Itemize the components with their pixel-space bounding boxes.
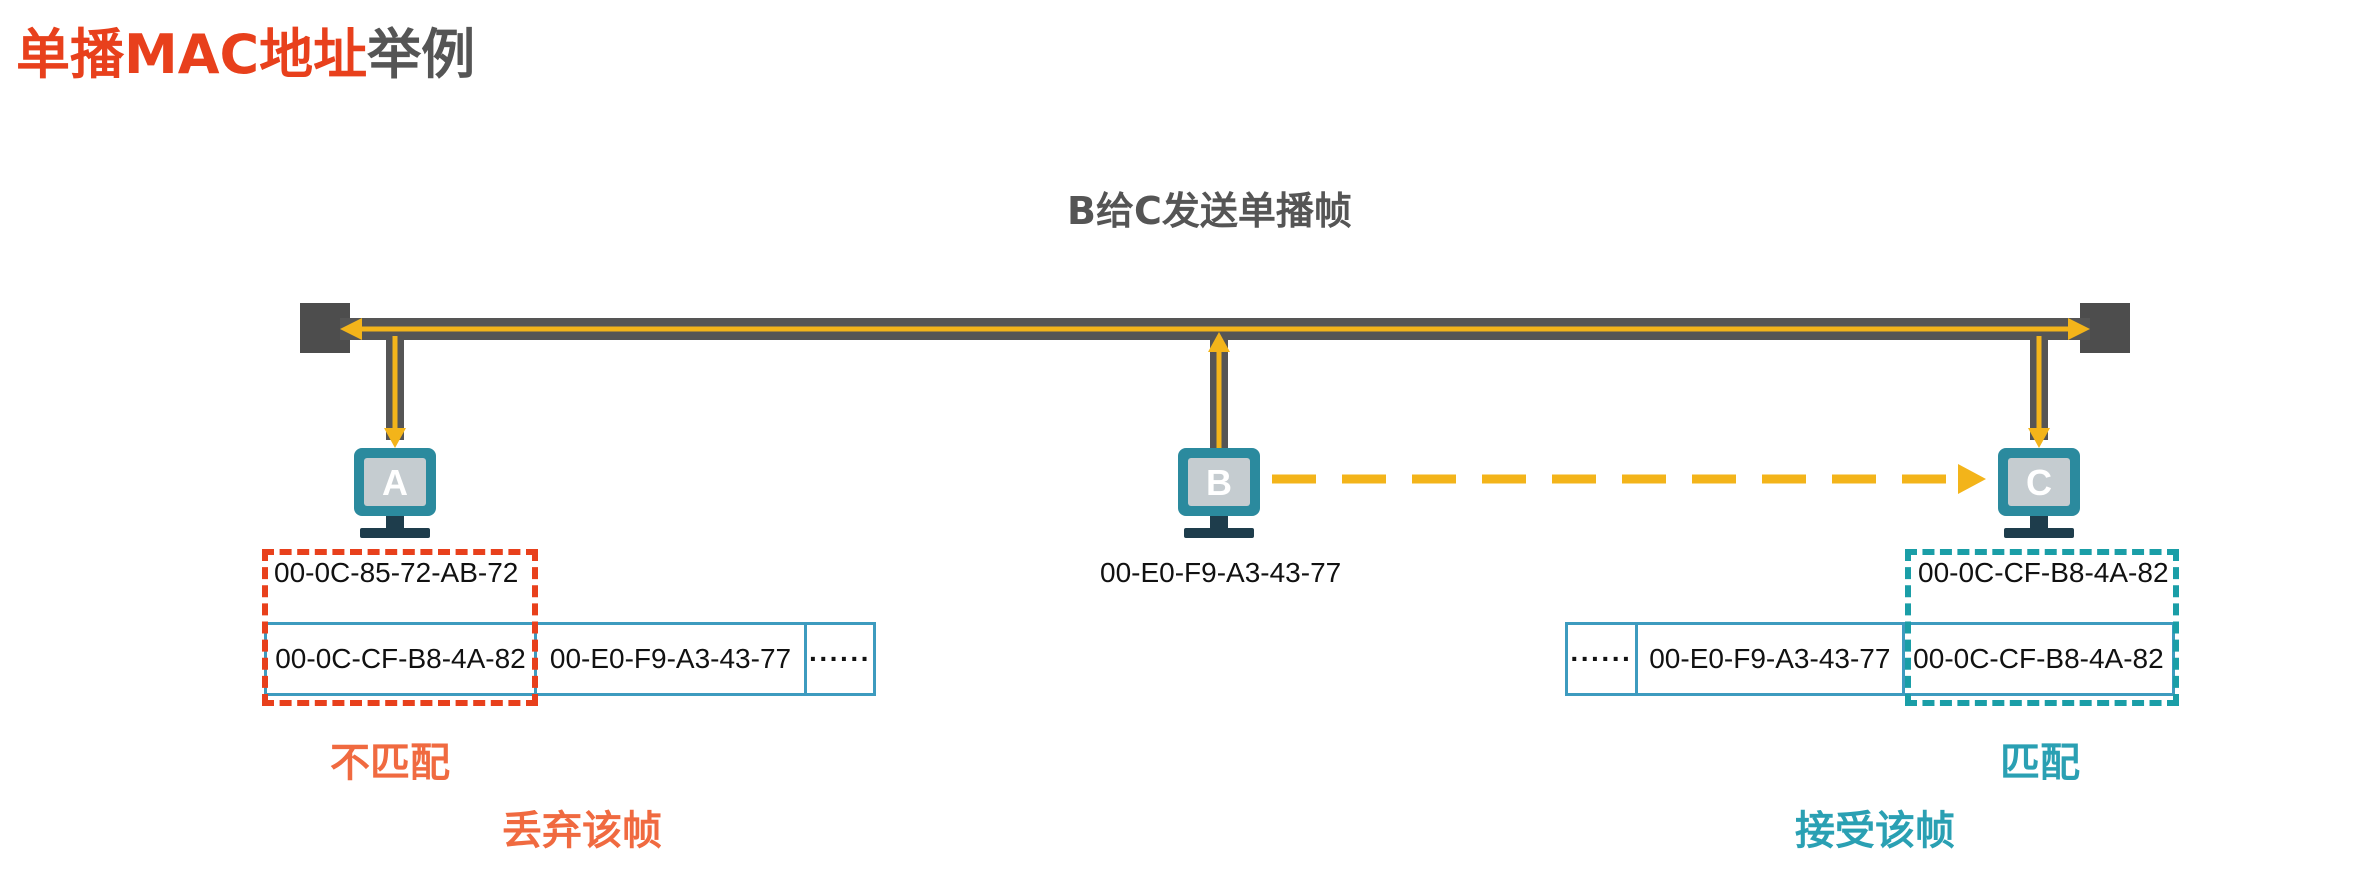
page-title-highlight: 单播MAC地址 — [16, 23, 368, 86]
bus-arrowhead-left — [340, 318, 362, 340]
match-label: 匹配 — [2000, 740, 2080, 786]
mac-address-a: 00-0C-85-72-AB-72 — [274, 557, 519, 588]
diagram-subtitle: B给C发送单播帧 — [1067, 189, 1352, 233]
mismatch-label: 不匹配 — [330, 740, 450, 786]
host-letter-b: B — [1206, 462, 1232, 503]
drop-arrowhead-c — [2028, 428, 2050, 448]
host-letter-a: A — [382, 462, 408, 503]
match-highlight-box — [1905, 549, 2179, 706]
mac-address-b: 00-E0-F9-A3-43-77 — [1100, 557, 1342, 588]
frame-src-mac: 00-E0-F9-A3-43-77 — [1638, 625, 1905, 693]
page-title: 单播MAC地址举例 — [16, 10, 475, 89]
mismatch-highlight-box — [262, 549, 538, 706]
frame-dst-mac: 00-0C-CF-B8-4A-82 — [267, 625, 537, 693]
computer-icon-c: C — [1998, 448, 2080, 538]
frame-dst-mac: 00-0C-CF-B8-4A-82 — [1913, 643, 2164, 674]
drop-arrowhead-a — [384, 428, 406, 448]
page-title-rest: 举例 — [367, 23, 476, 86]
host-letter-c: C — [2026, 462, 2052, 503]
computer-icon-a: A — [354, 448, 436, 538]
frame-payload: ······ — [809, 643, 871, 674]
computer-icon-b: B — [1178, 448, 1260, 538]
frame-payload: ······ — [1568, 625, 1638, 693]
frame-received-c: ······ 00-E0-F9-A3-43-77 00-0C-CF-B8-4A-… — [1565, 622, 2175, 696]
bus-arrowhead-right — [2068, 318, 2090, 340]
mac-address-c: 00-0C-CF-B8-4A-82 — [1918, 557, 2169, 588]
unicast-dashed-arrowhead — [1958, 464, 1986, 494]
discard-frame-label: 丢弃该帧 — [502, 808, 662, 854]
accept-frame-label: 接受该帧 — [1795, 808, 1955, 854]
drop-arrowhead-b — [1208, 332, 1230, 352]
frame-src-mac: 00-E0-F9-A3-43-77 — [537, 625, 807, 693]
